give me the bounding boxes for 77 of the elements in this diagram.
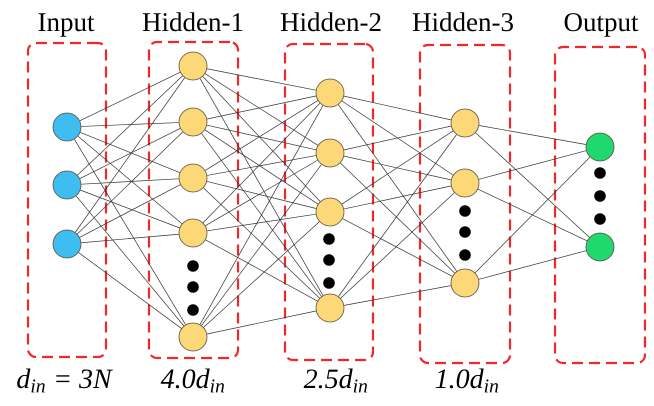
connection-line — [342, 218, 453, 277]
connection-line — [204, 100, 318, 171]
connection-line — [475, 132, 590, 238]
connection-line — [478, 150, 586, 180]
size-label: 2.5d$_{in}$ — [304, 368, 368, 392]
connection-line — [205, 240, 318, 302]
connection-line — [80, 72, 180, 122]
connection-line — [344, 126, 452, 150]
connection-line — [201, 164, 322, 326]
neuron-circle — [178, 52, 208, 80]
connection-line — [474, 156, 590, 274]
neuron-circle — [316, 294, 344, 322]
connection-line — [338, 134, 457, 297]
neuron-circle — [52, 112, 82, 142]
connection-line — [204, 130, 318, 204]
heading: Input — [38, 13, 94, 37]
neuron-circle — [316, 78, 344, 108]
connection-line — [342, 100, 454, 176]
connection-line — [79, 184, 181, 238]
connection-line — [78, 252, 182, 329]
connection-line — [206, 68, 316, 91]
connection-line — [201, 133, 322, 297]
size-label: 4.0d$_{in}$ — [160, 368, 224, 392]
heading: Hidden-2 — [280, 12, 380, 32]
connection-line — [206, 96, 316, 120]
connection-line — [76, 196, 184, 326]
connection-line — [80, 128, 180, 179]
size-label: d$_{in}$ = 3N — [17, 368, 113, 392]
neuron-circle — [450, 268, 480, 298]
connection-line — [203, 221, 320, 328]
neuron-circle — [586, 132, 614, 162]
connection-line — [340, 162, 455, 274]
neuron-circle — [450, 168, 480, 198]
neuron-circle — [52, 170, 82, 200]
connection-line — [344, 285, 452, 306]
connection-line — [202, 102, 320, 224]
connection-line — [200, 78, 324, 296]
heading: Output — [564, 13, 638, 37]
connection-line — [204, 73, 318, 146]
heading: Hidden-1 — [142, 12, 242, 32]
heading: Hidden-3 — [412, 12, 513, 32]
connection-line — [206, 214, 316, 232]
connection-line — [81, 122, 179, 127]
connection-line — [342, 130, 454, 204]
connection-line — [80, 190, 180, 228]
neuron-circle — [316, 198, 344, 226]
neuron-circle — [316, 138, 344, 168]
connection-line — [340, 192, 455, 299]
neuron-circle — [52, 230, 82, 258]
connection-line — [200, 105, 324, 325]
connection-line — [478, 125, 586, 145]
connection-line — [202, 76, 320, 202]
connection-line — [344, 186, 452, 210]
connection-line — [206, 124, 316, 150]
neuron-circle — [178, 218, 208, 248]
connection-line — [74, 77, 186, 233]
connection-line — [478, 250, 586, 280]
connection-line — [81, 178, 179, 185]
connection-line — [344, 156, 452, 180]
neuron-circle — [178, 108, 208, 136]
connection-line — [77, 76, 183, 176]
size-label: 1.0d$_{in}$ — [436, 368, 498, 392]
neuron-circle — [586, 232, 614, 262]
connection-line — [80, 132, 180, 173]
connection-line — [203, 188, 320, 298]
connection-line — [344, 96, 452, 120]
neuron-circle — [178, 164, 208, 192]
connection-line — [81, 234, 179, 244]
connection-line — [206, 155, 316, 176]
connection-line — [338, 104, 458, 272]
connection-line — [206, 310, 316, 334]
connection-line — [74, 139, 186, 325]
connection-line — [478, 188, 588, 242]
neuron-circle — [178, 322, 208, 352]
neuron-circle — [450, 108, 480, 138]
connection-line — [205, 160, 318, 226]
connection-line — [206, 181, 316, 209]
